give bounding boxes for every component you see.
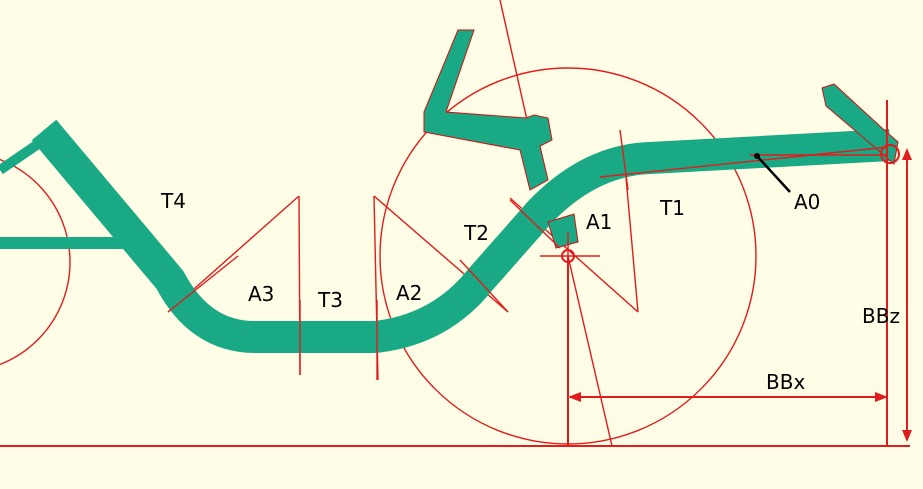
a0-leader-dot: [754, 153, 760, 159]
label-a3: A3: [248, 282, 274, 306]
bb-trail-line: [567, 255, 613, 447]
upper-stay-tube: [0, 135, 47, 175]
rear-dropout-arm: [821, 83, 899, 165]
label-t3: T3: [317, 288, 343, 312]
bbx-arrow-right: [875, 392, 888, 402]
cut-line-1: [167, 255, 239, 313]
label-t4: T4: [160, 189, 186, 213]
front-wheel-circle: [0, 158, 71, 366]
label-t2: T2: [463, 221, 489, 245]
label-a0: A0: [794, 190, 820, 214]
bbz-arrow-bottom: [902, 430, 912, 442]
main-frame-tube: [31, 119, 891, 353]
seat-post-arm: [423, 29, 553, 191]
bottom-bracket-fitting: [547, 213, 579, 249]
a0-leader-line: [756, 155, 791, 193]
cut-line-5: [509, 199, 561, 249]
label-bbz: BBz: [862, 304, 900, 328]
label-t1: T1: [659, 196, 685, 220]
label-a1: A1: [586, 210, 612, 234]
cut-line-4: [459, 259, 509, 313]
a0-chainstay-line: [599, 146, 889, 178]
bbx-arrow-left: [568, 392, 581, 402]
label-bbx: BBx: [766, 370, 805, 394]
cut-line-6: [619, 129, 629, 191]
bbz-arrow-top: [902, 148, 912, 160]
rear-axle-marker: [880, 144, 900, 164]
label-a2: A2: [396, 281, 422, 305]
